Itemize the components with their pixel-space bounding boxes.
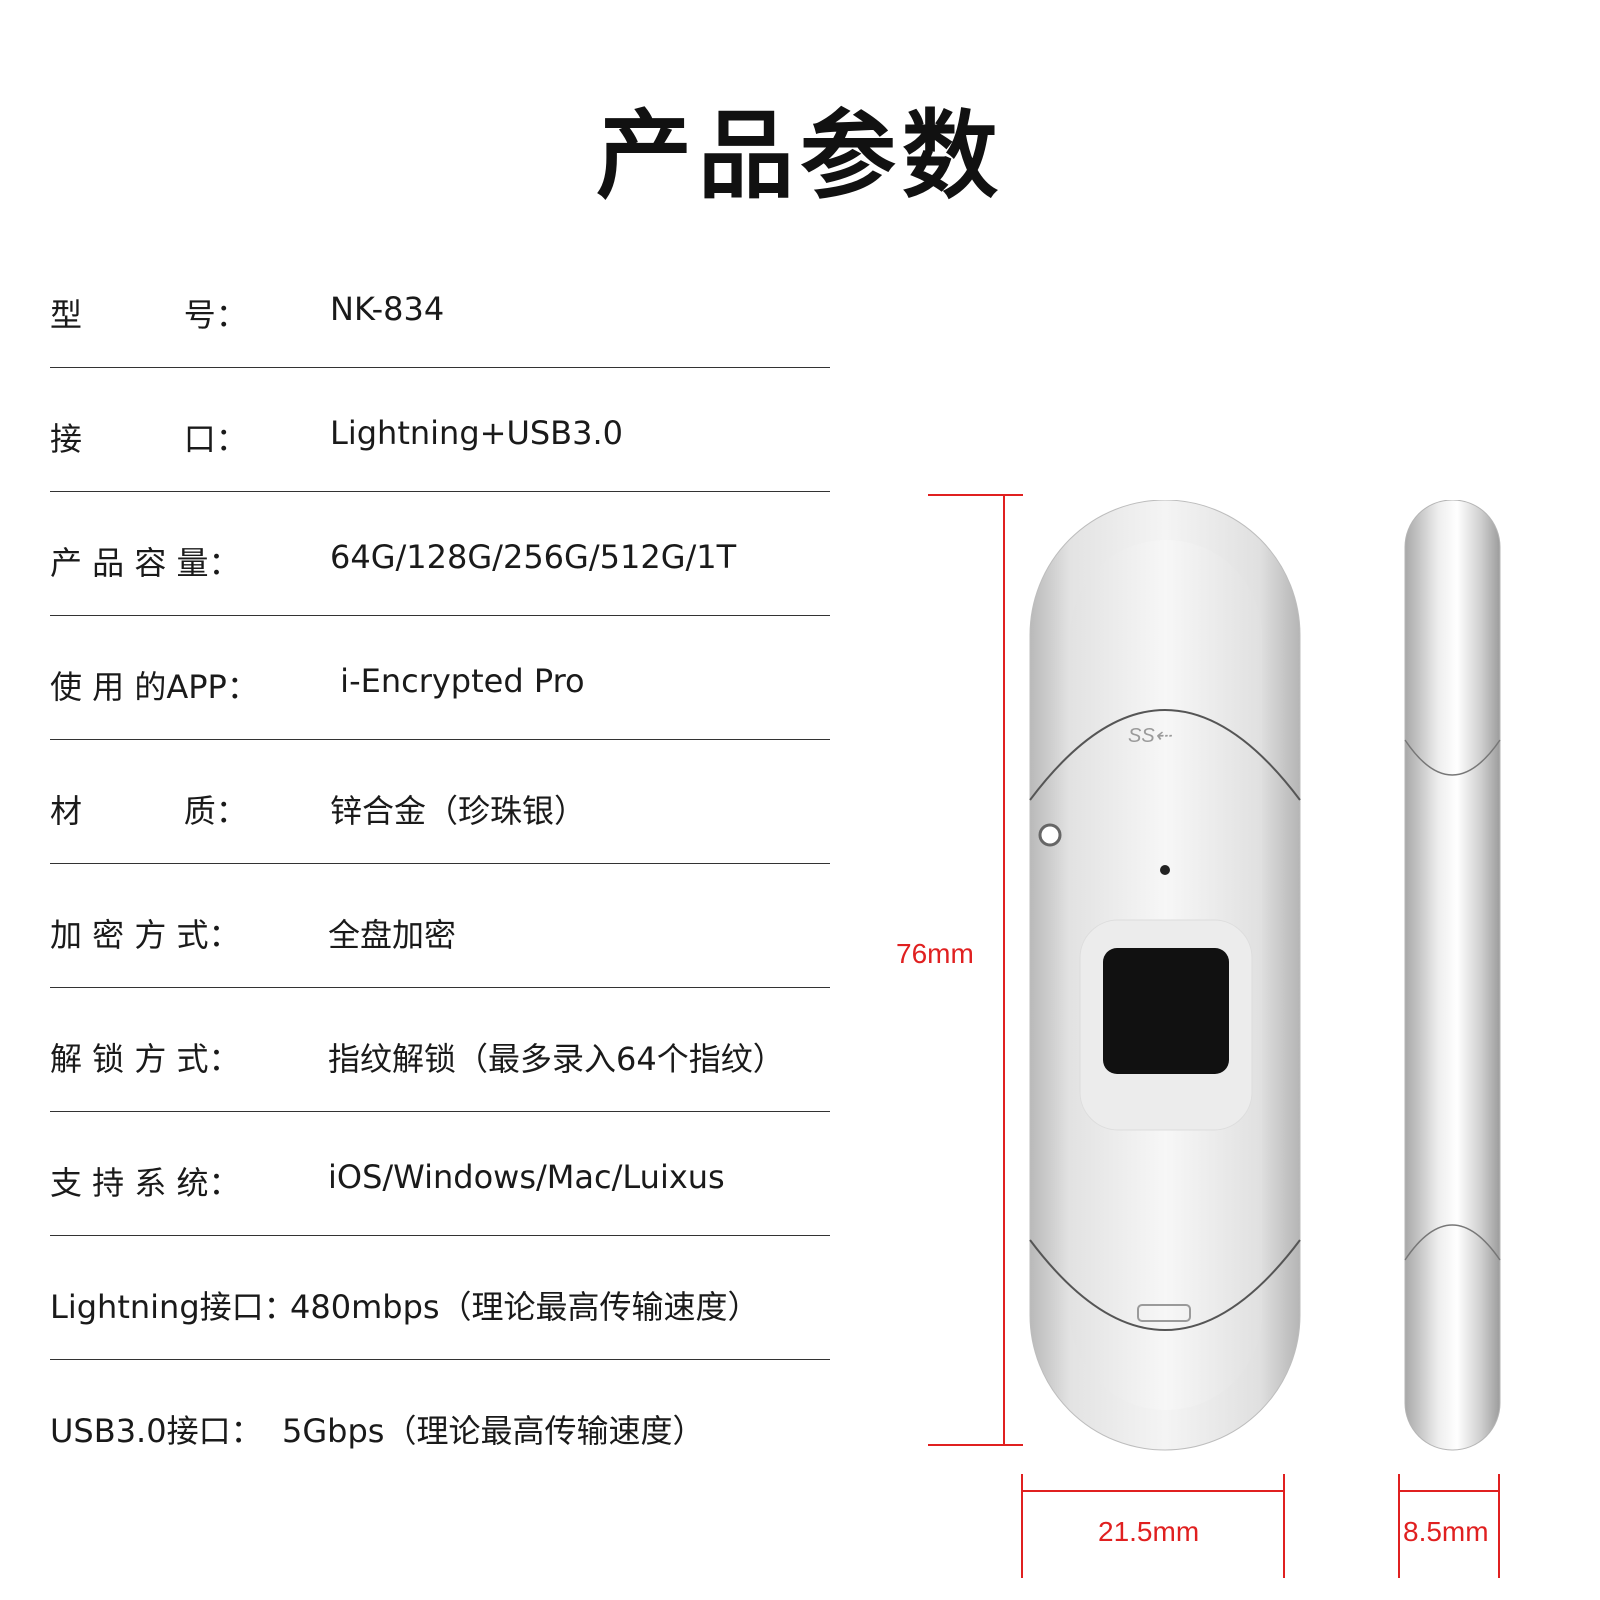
thickness-dimension-left-tick xyxy=(1398,1474,1400,1578)
spec-row-lightning-speed: Lightning接口： 480mbps（理论最高传输速度） xyxy=(50,1236,830,1360)
spec-row-systems: 支 持 系 统： iOS/Windows/Mac/Luixus xyxy=(50,1112,830,1236)
spec-row-capacity: 产 品 容 量： 64G/128G/256G/512G/1T xyxy=(50,492,830,616)
height-dimension-line xyxy=(1003,494,1005,1446)
thickness-dimension-line xyxy=(1398,1490,1500,1492)
width-dimension-label: 21.5mm xyxy=(1098,1516,1200,1547)
spec-label: Lightning接口： xyxy=(50,1288,296,1326)
spec-label: 材 质： xyxy=(50,792,248,830)
usb-port-icon xyxy=(1137,1304,1191,1322)
spec-label: 型 号： xyxy=(50,296,248,334)
spec-label: 解 锁 方 式： xyxy=(50,1040,241,1078)
width-dimension-right-tick xyxy=(1283,1474,1285,1578)
spec-value: iOS/Windows/Mac/Luixus xyxy=(328,1158,725,1196)
spec-row-material: 材 质： 锌合金（珍珠银） xyxy=(50,740,830,864)
spec-value: 5Gbps（理论最高传输速度） xyxy=(282,1412,705,1450)
product-front-view: SS⇠ xyxy=(1029,500,1301,1451)
spec-value: 480mbps（理论最高传输速度） xyxy=(290,1288,760,1326)
spec-label: 支 持 系 统： xyxy=(50,1164,241,1202)
spec-label: 产 品 容 量： xyxy=(50,544,241,582)
height-dimension-label: 76mm xyxy=(896,938,974,969)
product-side-view xyxy=(1404,500,1501,1451)
width-dimension-left-tick xyxy=(1021,1474,1023,1578)
spec-label: 接 口： xyxy=(50,420,248,458)
thickness-dimension-right-tick xyxy=(1498,1474,1500,1578)
spec-row-interface: 接 口： Lightning+USB3.0 xyxy=(50,368,830,492)
spec-table: 型 号： NK-834 接 口： Lightning+USB3.0 产 品 容 … xyxy=(50,244,830,1484)
spec-row-unlock: 解 锁 方 式： 指纹解锁（最多录入64个指纹） xyxy=(50,988,830,1112)
fingerprint-sensor xyxy=(1103,948,1229,1074)
spec-row-model: 型 号： NK-834 xyxy=(50,244,830,368)
thickness-dimension-label: 8.5mm xyxy=(1403,1516,1489,1547)
page-title: 产品参数 xyxy=(596,100,1004,212)
spec-row-app: 使 用 的APP： i-Encrypted Pro xyxy=(50,616,830,740)
spec-label: USB3.0接口： xyxy=(50,1412,263,1450)
spec-value: 指纹解锁（最多录入64个指纹） xyxy=(328,1040,785,1078)
spec-row-usb-speed: USB3.0接口： 5Gbps（理论最高传输速度） xyxy=(50,1360,830,1484)
spec-value: Lightning+USB3.0 xyxy=(330,414,624,452)
spec-label: 使 用 的APP： xyxy=(50,668,259,706)
spec-value: 全盘加密 xyxy=(328,916,457,954)
width-dimension-line xyxy=(1021,1490,1285,1492)
spec-value: i-Encrypted Pro xyxy=(330,662,585,700)
spec-value: NK-834 xyxy=(330,290,445,328)
spec-value: 锌合金（珍珠银） xyxy=(330,792,587,830)
usb-ss-logo-icon: SS⇠ xyxy=(1128,725,1173,747)
spec-row-encryption: 加 密 方 式： 全盘加密 xyxy=(50,864,830,988)
spec-value: 64G/128G/256G/512G/1T xyxy=(330,538,737,576)
height-dimension-top-tick xyxy=(928,494,1023,496)
height-dimension-bottom-tick xyxy=(928,1444,1023,1446)
spec-label: 加 密 方 式： xyxy=(50,916,241,954)
